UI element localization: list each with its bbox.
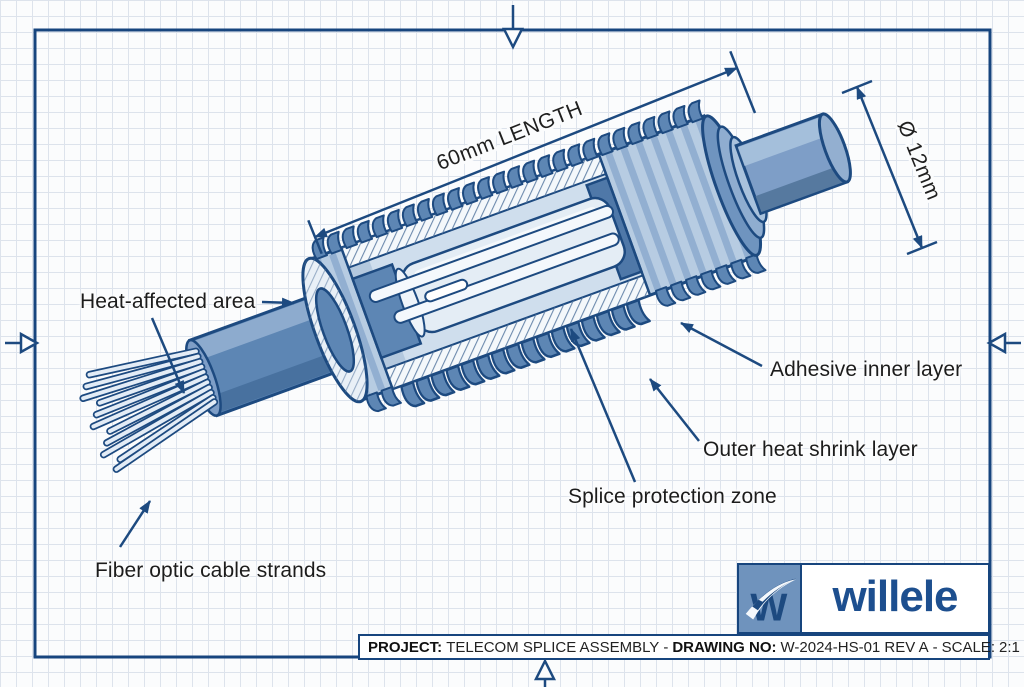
leader-splice-zone bbox=[569, 328, 637, 483]
logo-mark: W bbox=[739, 565, 802, 632]
scale-label: SCALE: bbox=[941, 638, 995, 656]
drawing-no-label: DRAWING NO: bbox=[672, 638, 777, 656]
top-center-mark-icon bbox=[501, 5, 525, 50]
logo-monogram-icon: W bbox=[745, 577, 796, 629]
tube-end-ring bbox=[301, 256, 369, 404]
project-label: PROJECT: bbox=[368, 638, 443, 656]
dimension-diameter-label: Ø 12mm bbox=[893, 118, 946, 204]
drawing-no-value: W-2024-HS-01 REV A bbox=[780, 638, 929, 656]
separator: - bbox=[932, 638, 938, 656]
callout-adhesive: Adhesive inner layer bbox=[770, 358, 963, 381]
callout-leaders bbox=[118, 297, 763, 548]
dimension-diameter: Ø 12mm bbox=[841, 79, 948, 256]
callout-fiber-strands: Fiber optic cable strands bbox=[95, 559, 327, 582]
leader-heat-affected-2 bbox=[150, 317, 186, 394]
leader-outer-shrink bbox=[649, 378, 700, 442]
registration-marks bbox=[5, 5, 1021, 687]
project-value: TELECOM SPLICE ASSEMBLY bbox=[446, 638, 660, 656]
leader-heat-affected bbox=[261, 297, 295, 308]
scale-value: 2:1 bbox=[998, 638, 1020, 656]
callout-outer-shrink: Outer heat shrink layer bbox=[703, 438, 918, 461]
logo-wordmark: willele bbox=[832, 571, 958, 621]
separator: - bbox=[663, 638, 669, 656]
right-center-mark-icon bbox=[986, 331, 1021, 355]
bottom-center-mark-icon bbox=[533, 658, 557, 687]
fiber-strands bbox=[79, 347, 219, 473]
callout-heat-affected: Heat-affected area bbox=[80, 290, 256, 313]
callout-splice-zone: Splice protection zone bbox=[568, 485, 777, 508]
cable-stub bbox=[734, 112, 852, 216]
leader-adhesive bbox=[680, 321, 763, 368]
logo-block: W willele bbox=[737, 563, 990, 634]
left-center-mark-icon bbox=[5, 331, 40, 355]
title-block: PROJECT: TELECOM SPLICE ASSEMBLY - DRAWI… bbox=[358, 634, 1020, 660]
leader-fiber-strands bbox=[118, 500, 152, 548]
